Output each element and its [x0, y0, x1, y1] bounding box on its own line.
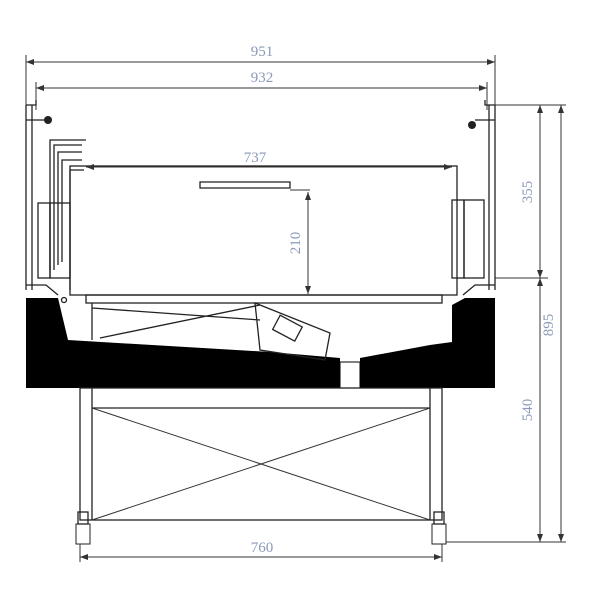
- dimension-label: 951: [251, 44, 274, 60]
- dimension-540: 540: [446, 278, 566, 543]
- dimension-label: 932: [251, 70, 274, 86]
- dimension-951: 951: [25, 44, 496, 120]
- dimension-label: 540: [520, 399, 536, 422]
- dimension-355: 355: [495, 104, 566, 279]
- dimension-932: 932: [35, 70, 488, 110]
- dimension-210: 210: [288, 192, 311, 294]
- dimension-label: 210: [288, 232, 304, 255]
- dimension-737: 737: [86, 150, 452, 170]
- dimension-label: 895: [541, 314, 557, 337]
- insulated-base: [26, 296, 495, 389]
- dimension-895: 895: [541, 105, 564, 542]
- cabinet-frame: [25, 100, 496, 304]
- dimension-label: 737: [244, 150, 267, 166]
- stand-frame: [75, 387, 447, 545]
- dimension-760: 760: [79, 540, 443, 562]
- dimension-label: 355: [520, 181, 536, 204]
- dimension-label: 760: [251, 540, 274, 556]
